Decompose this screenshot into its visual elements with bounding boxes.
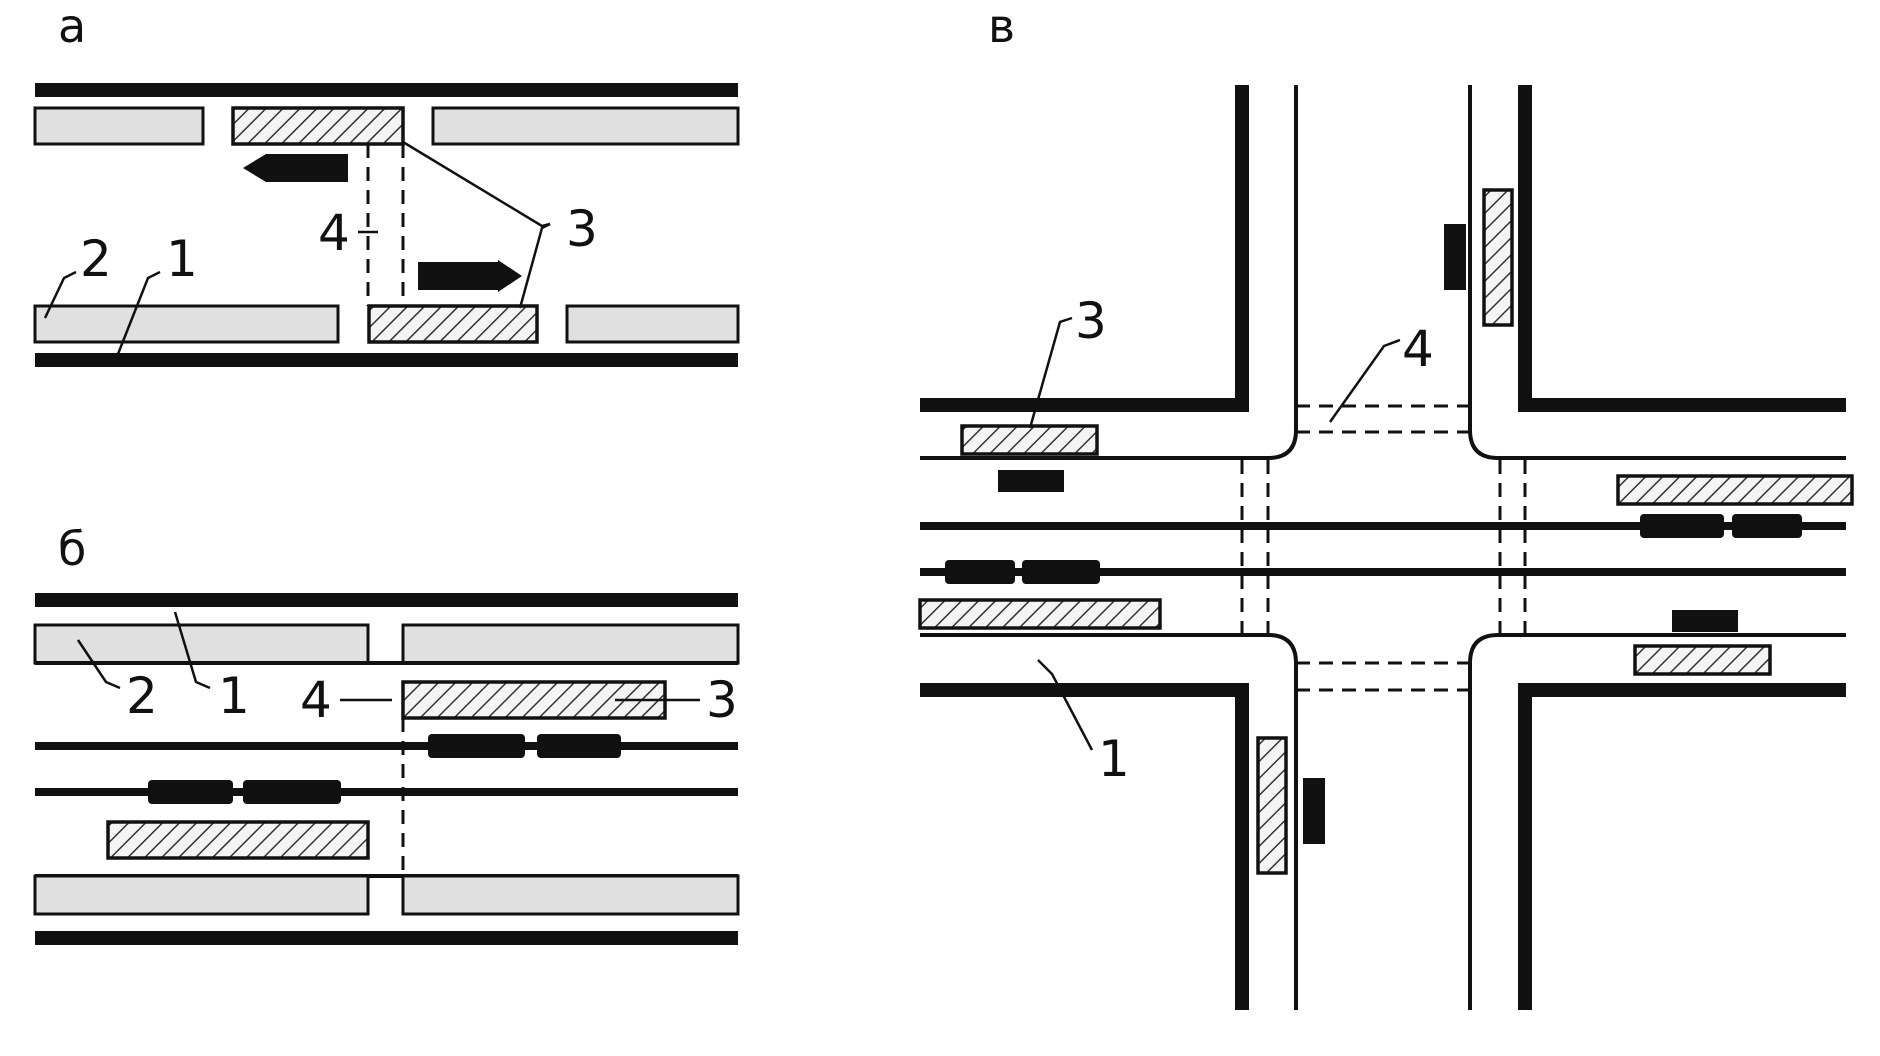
panel-a-platform-top	[231, 106, 405, 146]
panel-b-label-3: 3	[706, 671, 738, 729]
panel-a-platform-bottom	[367, 304, 539, 344]
panel-v-leader-3	[1028, 316, 1073, 429]
panel-b-label-4: 4	[300, 671, 332, 729]
panel-v: в	[918, 0, 1854, 1010]
panel-a-leader-2	[43, 270, 77, 319]
panel-a-leader-3-top	[402, 140, 551, 228]
panel-a-label-4: 4	[318, 204, 350, 262]
panel-v-label-1: 1	[1098, 730, 1130, 788]
panel-v-bus-left	[998, 470, 1064, 492]
panel-v-leader-4	[1328, 338, 1401, 423]
panel-v-title: в	[988, 0, 1015, 53]
panel-a-leader-1	[116, 270, 161, 355]
panel-v-leader-1	[1037, 659, 1094, 751]
panel-v-bus-bottom	[1303, 778, 1325, 844]
panel-a-sidewalk-top-right	[431, 106, 740, 146]
panel-v-label-4: 4	[1402, 320, 1434, 378]
panel-v-building-bottom-right	[1518, 683, 1846, 1010]
panel-v-curb-top-right	[1468, 85, 1846, 460]
panel-v-platform-top	[1482, 188, 1514, 327]
panel-v-bus-top	[1444, 224, 1466, 290]
panel-b-platform-lower	[106, 820, 370, 860]
panel-a-label-1: 1	[166, 230, 198, 288]
panel-a-tram-left-arrow	[243, 154, 348, 182]
panel-a-leader-3-bottom	[518, 222, 551, 309]
panel-a-sidewalk-top-left	[33, 106, 205, 146]
panel-v-tram-left	[945, 560, 1100, 584]
panel-b-tram-lower	[148, 780, 341, 804]
panel-v-tram-right	[1640, 514, 1802, 538]
panel-v-platform-right-lower	[1633, 644, 1772, 676]
panel-a: а 4 3 2 1	[33, 0, 740, 367]
panel-b-leader-2	[76, 639, 121, 690]
panel-b-sidewalk-bottom-right	[401, 874, 740, 916]
panel-v-platform-right-upper	[1616, 474, 1854, 506]
panel-b-sidewalk-top-left	[33, 623, 370, 665]
panel-a-sidewalk-bottom-left	[33, 304, 340, 344]
panel-b-sidewalk-bottom-left	[33, 874, 370, 916]
panel-v-building-top-left	[920, 85, 1249, 412]
panel-v-building-bottom-left	[920, 683, 1249, 1010]
panel-v-platform-left-upper	[960, 424, 1099, 456]
panel-v-crosswalk-top	[1296, 404, 1470, 434]
panel-a-title: а	[58, 0, 86, 53]
panel-v-building-top-right	[1518, 85, 1846, 412]
panel-b-label-1: 1	[218, 667, 250, 725]
panel-b-leader-1	[173, 611, 211, 690]
panel-a-label-3: 3	[566, 200, 598, 258]
panel-b-sidewalk-top-right	[401, 623, 740, 665]
panel-v-curb-top-left	[920, 85, 1298, 460]
panel-b-title: б	[58, 522, 86, 576]
panel-v-crosswalk-bottom	[1296, 661, 1470, 692]
panel-b-label-2: 2	[126, 667, 158, 725]
panel-b-tram-upper	[428, 734, 621, 758]
panel-b: б 2 1	[33, 522, 740, 945]
panel-a-sidewalk-bottom-right	[565, 304, 740, 344]
panel-v-bus-right	[1672, 610, 1738, 632]
panel-v-crosswalk-right	[1498, 460, 1527, 635]
panel-v-platform-bottom	[1256, 736, 1288, 875]
panel-v-label-3: 3	[1075, 292, 1107, 350]
panel-v-platform-left-lower	[918, 598, 1162, 630]
panel-v-crosswalk-left	[1240, 460, 1270, 635]
panel-a-tram-right-arrow	[418, 260, 522, 292]
panel-a-label-2: 2	[80, 230, 112, 288]
